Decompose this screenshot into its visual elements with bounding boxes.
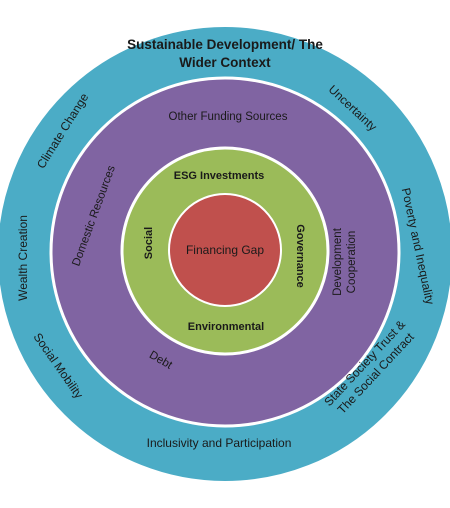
label-development-cooperation: Development Cooperation: [332, 227, 358, 296]
label-development-line2: Cooperation: [346, 231, 358, 294]
label-esg-investments: ESG Investments: [174, 170, 264, 182]
label-other-funding: Other Funding Sources: [169, 111, 288, 123]
outer-title-line1: Sustainable Development/ The: [127, 37, 323, 52]
outer-title-line2: Wider Context: [179, 55, 271, 70]
label-governance: Governance: [294, 224, 306, 288]
label-environmental: Environmental: [188, 321, 264, 333]
label-financing-gap: Financing Gap: [186, 243, 264, 257]
label-inclusivity: Inclusivity and Participation: [147, 436, 292, 450]
label-development-line1: Development: [332, 227, 344, 296]
label-wealth-creation: Wealth Creation: [16, 215, 30, 301]
core-circle: [168, 193, 282, 307]
label-social: Social: [143, 227, 155, 259]
